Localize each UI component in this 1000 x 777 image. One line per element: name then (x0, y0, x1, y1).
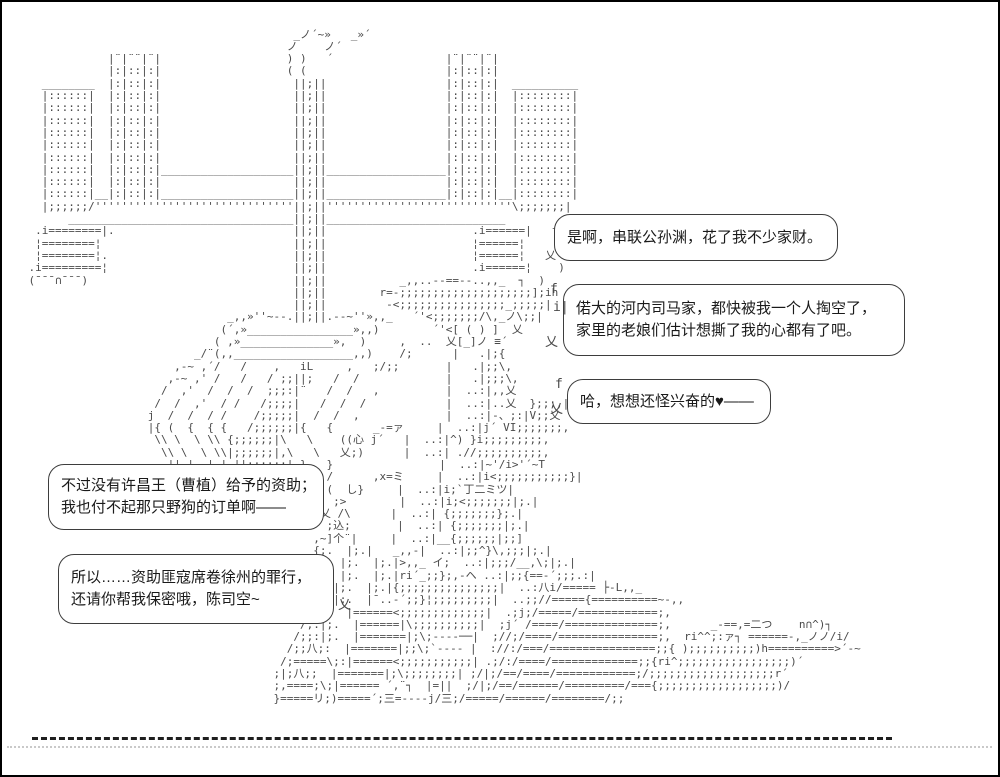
bubble-tail-glyph: f (555, 377, 563, 392)
ascii-art: _ノ´~» _»´ ノ ノ´ |¨|¨¨|¨| ) ) ´ |¨|¨¨|¨| |… (28, 27, 861, 705)
bubble-tail-glyph: 乂 (550, 402, 564, 417)
bubble-tail-glyph: i| (553, 300, 569, 315)
speech-bubble-4: 不过没有许昌王（曹植）给予的资助； 我也付不起那只野狗的订单啊—— (48, 464, 324, 530)
floor-line-dark (32, 737, 892, 740)
bubble-text: 不过没有许昌王（曹植）给予的资助； (61, 477, 317, 495)
speech-bubble-2: 偌大的河内司马家，都快被我一个人掏空了， 家里的老娘们估计想撕了我的心都有了吧。 (563, 284, 905, 356)
bubble-text: 家里的老娘们估计想撕了我的心都有了吧。 (576, 322, 862, 339)
bubble-text: 还请你帮我保密哦，陈司空~ (71, 591, 260, 608)
bubble-tail-glyph: 乂 (545, 335, 559, 350)
bubble-text: 哈，想想还怪兴奋的♥—— (580, 392, 754, 410)
speech-bubble-3: 哈，想想还怪兴奋的♥—— (567, 379, 771, 424)
bubble-tail-glyph: 乂 (338, 598, 352, 613)
bubble-text: 偌大的河内司马家，都快被我一个人掏空了， (576, 300, 877, 318)
bubble-tail-glyph: f (550, 282, 558, 297)
bubble-text: 我也付不起那只野狗的订单啊—— (61, 499, 287, 516)
bubble-text: 所以……资助匪寇席卷徐州的罪行， (71, 569, 312, 587)
bubble-text: 是啊，串联公孙渊，花了我不少家财。 (567, 228, 823, 246)
speech-bubble-1: 是啊，串联公孙渊，花了我不少家财。 (554, 214, 838, 261)
floor-line-light (7, 746, 992, 748)
speech-bubble-5: 所以……资助匪寇席卷徐州的罪行， 还请你帮我保密哦，陈司空~ (58, 554, 334, 624)
